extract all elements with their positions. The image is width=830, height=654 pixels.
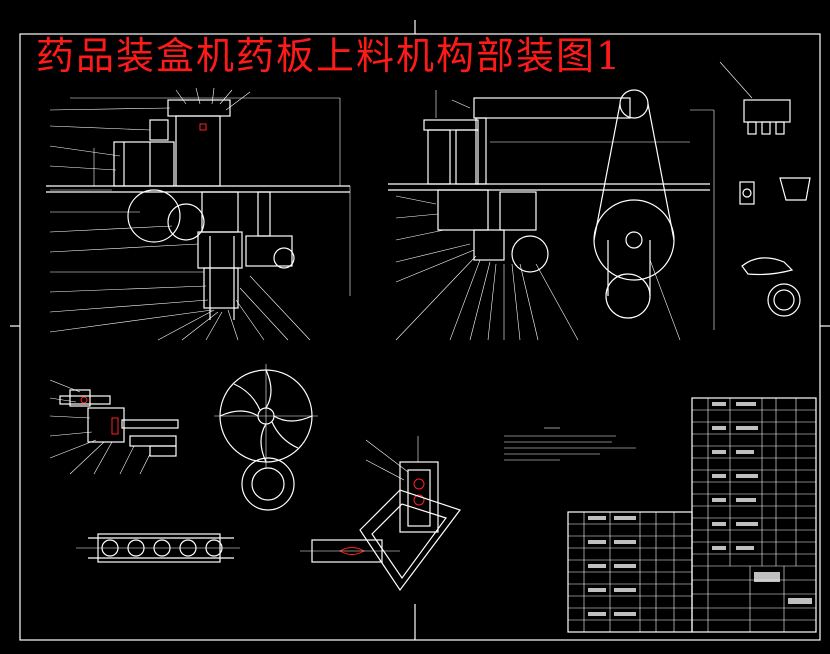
part-views-lower-left [49,379,240,563]
drawing-title: 药品装盒机药板上料机构部装图1 [36,34,623,78]
front-view [46,87,351,341]
part-views-upper-right [719,61,811,317]
cam-detail-view [214,364,318,511]
section-detail-view [300,436,461,592]
drawing-border [19,33,821,641]
side-view [388,89,715,341]
parts-list-table [567,397,817,633]
technical-notes [504,427,636,461]
